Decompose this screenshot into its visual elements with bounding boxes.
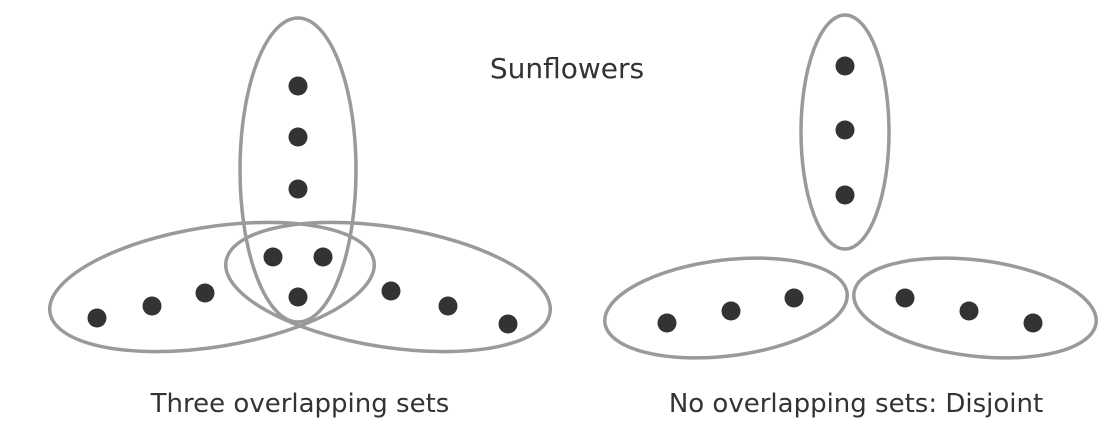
overlapping-vertical-dot (288, 127, 308, 147)
disjoint-vertical-set-outline (799, 13, 891, 251)
overlapping-right-set-outline (223, 220, 553, 354)
disjoint-left-dot (721, 301, 741, 321)
overlapping-vertical-set-outline (238, 16, 358, 324)
overlapping-shared-dot (313, 247, 333, 267)
overlapping-shared-dot (288, 287, 308, 307)
diagram-title: Sunflowers (490, 52, 644, 85)
overlapping-sets-caption: Three overlapping sets (150, 389, 450, 419)
disjoint-right-dot (895, 288, 915, 308)
overlapping-left-set-outline (47, 220, 377, 354)
disjoint-left-dot (784, 288, 804, 308)
disjoint-vertical-dot (835, 56, 855, 76)
disjoint-right-dot (959, 301, 979, 321)
overlapping-right-dot (381, 281, 401, 301)
disjoint-right-set-outline (852, 256, 1098, 360)
overlapping-right-dot (498, 314, 518, 334)
disjoint-sets-caption: No overlapping sets: Disjoint (669, 389, 1043, 419)
overlapping-shared-dot (263, 247, 283, 267)
overlapping-left-dot (87, 308, 107, 328)
disjoint-left-dot (657, 313, 677, 333)
overlapping-sets-panel: Three overlapping sets (47, 16, 553, 419)
disjoint-vertical-dot (835, 120, 855, 140)
overlapping-vertical-dot (288, 179, 308, 199)
disjoint-vertical-dot (835, 185, 855, 205)
disjoint-left-set-outline (603, 256, 849, 360)
overlapping-left-dot (142, 296, 162, 316)
overlapping-left-dot (195, 283, 215, 303)
overlapping-vertical-dot (288, 76, 308, 96)
disjoint-sets-panel: No overlapping sets: Disjoint (603, 13, 1098, 419)
overlapping-right-dot (438, 296, 458, 316)
disjoint-right-dot (1023, 313, 1043, 333)
